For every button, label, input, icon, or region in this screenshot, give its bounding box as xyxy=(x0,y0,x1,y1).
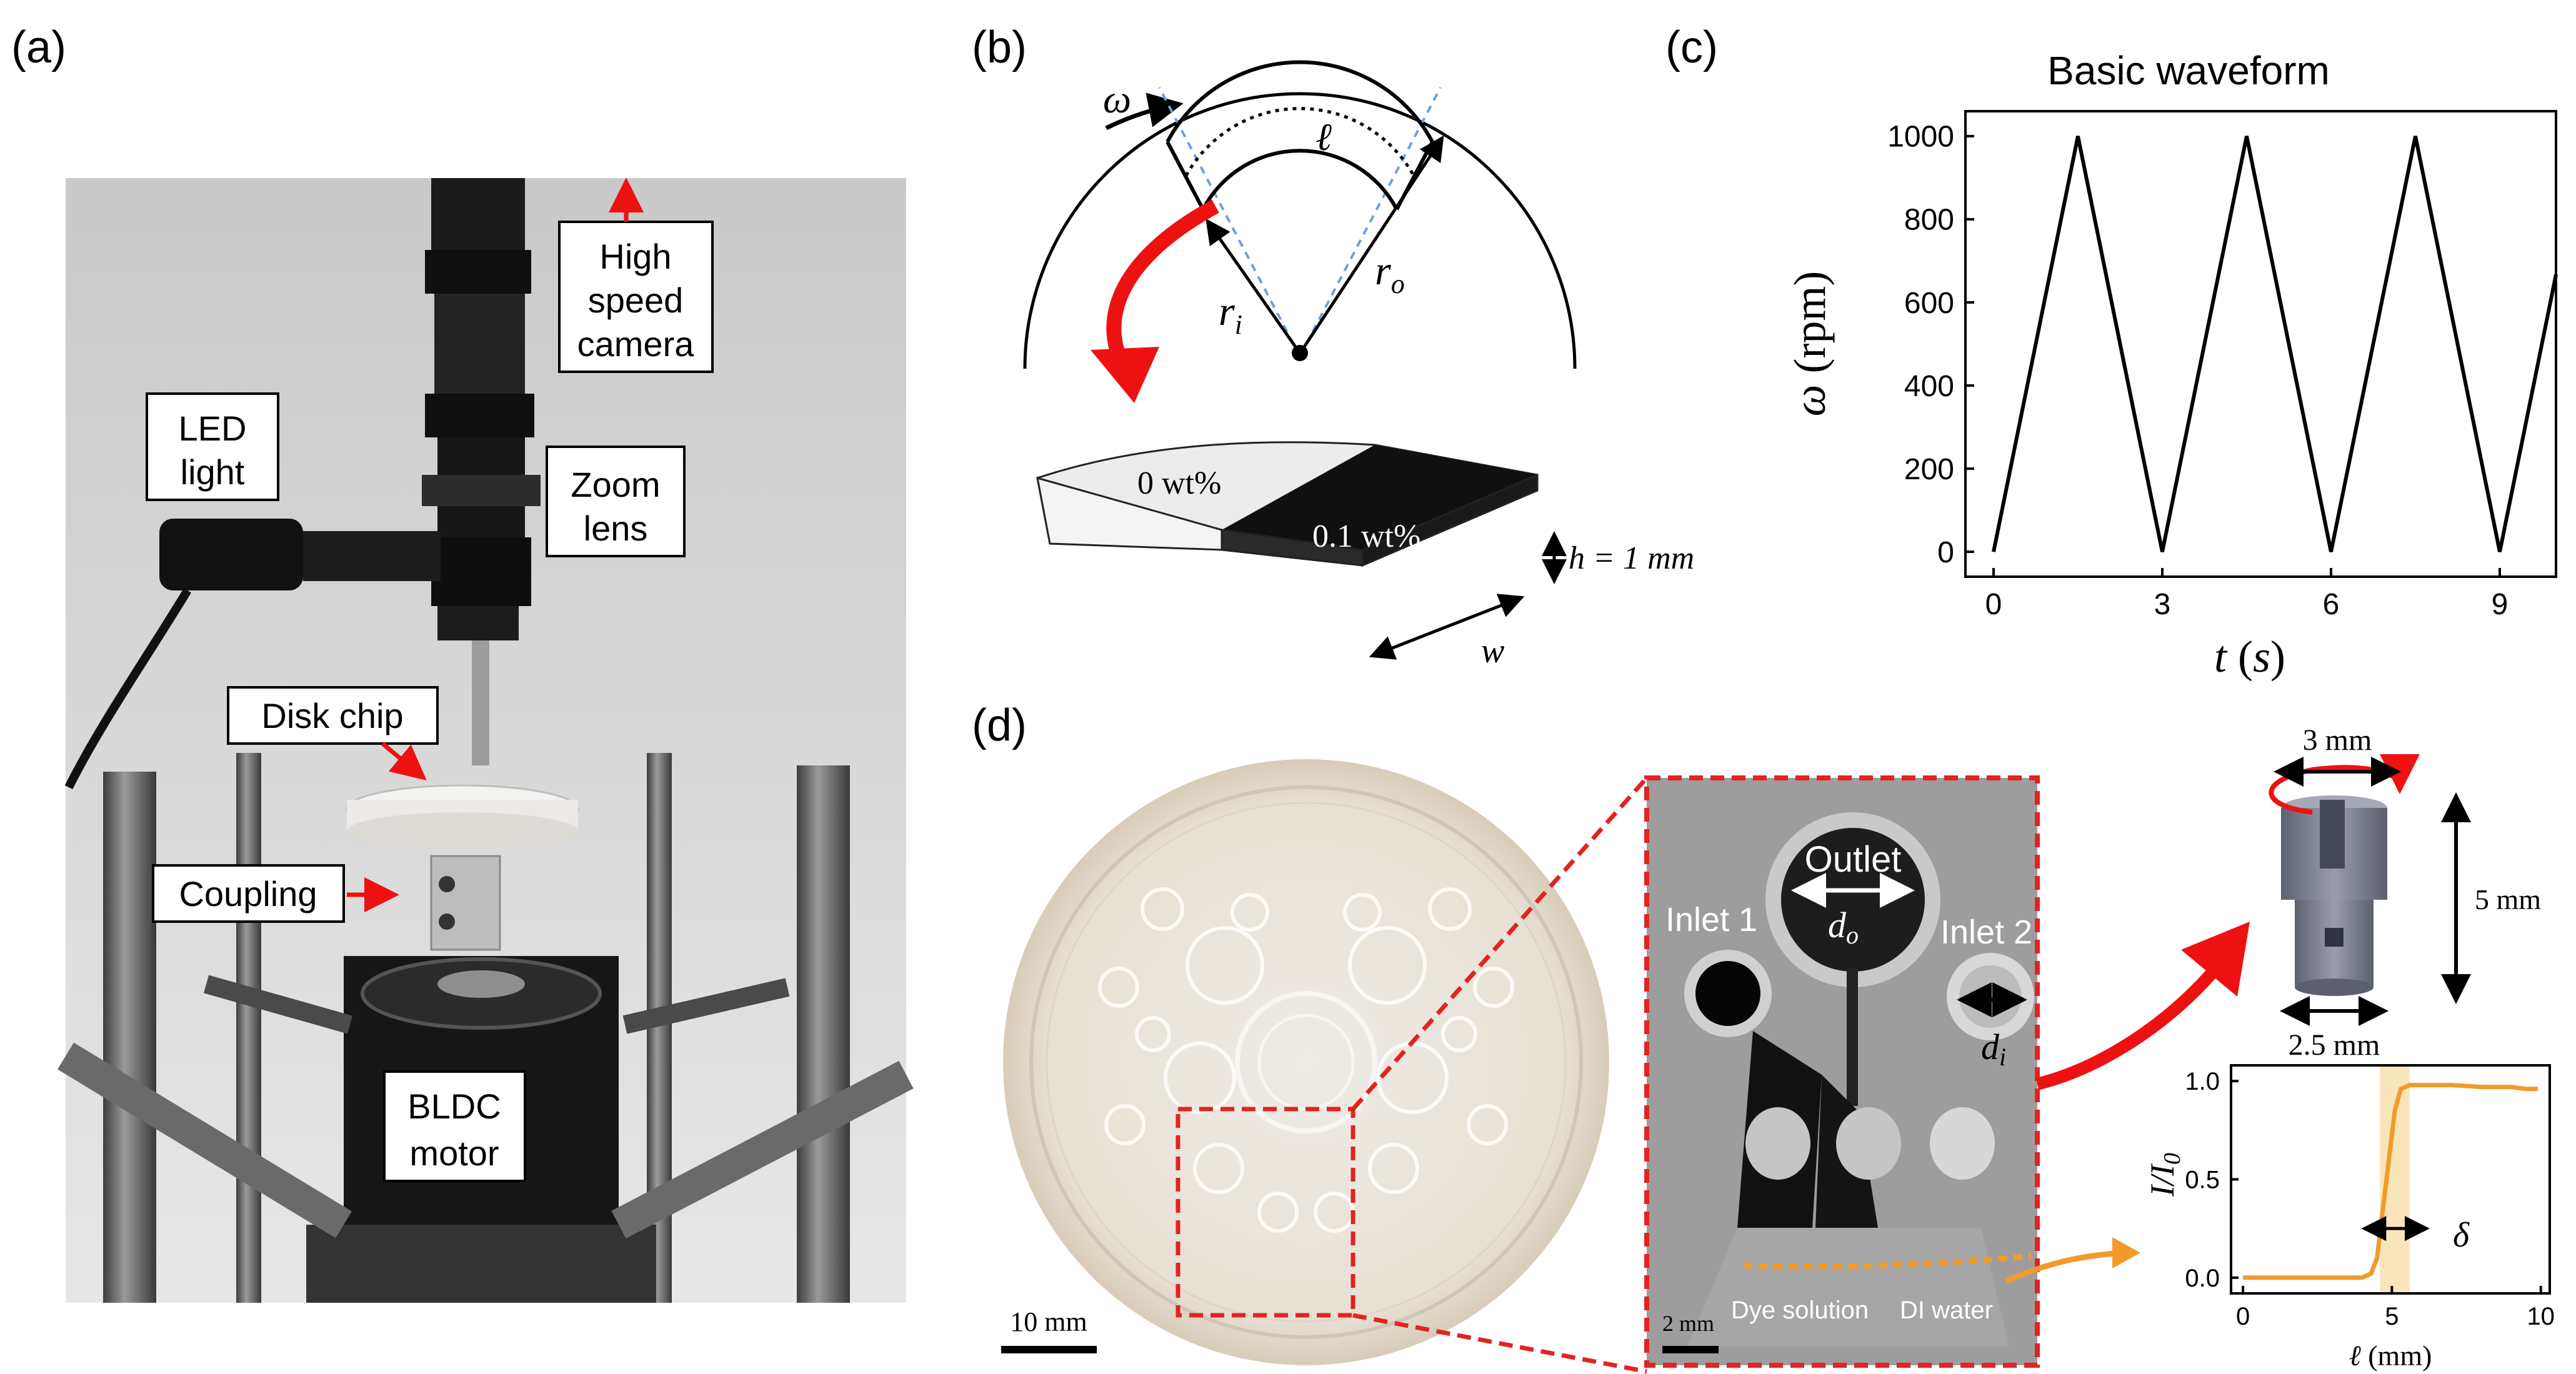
chart1-xlabel: t (s) xyxy=(2214,632,2285,682)
panel-label-d: (d) xyxy=(972,700,1027,750)
chart1-ytick-label: 200 xyxy=(1904,453,1954,486)
zoom-region-box xyxy=(1176,1107,1355,1318)
outlet-label: Outlet xyxy=(1805,839,1902,880)
label-bldc-motor: BLDC motor xyxy=(383,1070,526,1182)
ell-label: ℓ xyxy=(1315,116,1332,159)
chart2-xtick-label: 0 xyxy=(2236,1303,2250,1330)
microchip-frame xyxy=(1644,775,2040,1368)
chart1-xtick-label: 3 xyxy=(2154,588,2171,621)
svg-text:motor: motor xyxy=(409,1133,499,1173)
chart1-ylabel: ω (rpm) xyxy=(1785,271,1835,417)
svg-text:Disk chip: Disk chip xyxy=(261,696,403,735)
svg-text:speed: speed xyxy=(588,281,684,320)
di-water-label: DI water xyxy=(1900,1297,1993,1324)
chamber-3d-block xyxy=(1036,441,1539,567)
chart2-ylabel: I/I0 xyxy=(2144,1153,2185,1197)
red-arrow-to-part xyxy=(2035,961,2224,1090)
panel-label-a: (a) xyxy=(11,22,66,72)
dye-solution-label: Dye solution xyxy=(1731,1297,1869,1324)
panel-label-b: (b) xyxy=(972,22,1027,72)
ri-arrow xyxy=(1206,218,1299,350)
chart1-ytick-label: 0 xyxy=(1937,536,1954,569)
orange-arrow-to-chart xyxy=(2005,1250,2122,1284)
part-width-bottom-label: 2.5 mm xyxy=(2289,1028,2380,1062)
red-arrow-to-part-head xyxy=(2181,922,2250,997)
waveform-chart: Basic waveform 0 200 400 600 800 1000 0 3 6 9 t … xyxy=(1785,48,2558,682)
red-arrow-head xyxy=(1091,347,1159,403)
svg-text:Zoom: Zoom xyxy=(571,465,660,504)
width-label: w xyxy=(1481,632,1504,670)
intensity-profile-chart: 0.0 0.5 1.0 0 5 10 ℓ (mm) I/I0 δ xyxy=(2144,1064,2555,1372)
d-o-label: do xyxy=(1828,905,1859,949)
chart1-title: Basic waveform xyxy=(2047,48,2330,93)
height-label: h = 1 mm xyxy=(1569,540,1694,576)
ri-label: ri xyxy=(1219,289,1242,340)
arrow-disk-chip xyxy=(381,742,427,780)
disk-photo xyxy=(1003,759,1609,1365)
chart1-xtick-label: 0 xyxy=(1985,588,2002,621)
chart1-series-line xyxy=(1992,136,2558,552)
chart1-ytick-label: 800 xyxy=(1904,204,1954,237)
chart2-xlabel: ℓ (mm) xyxy=(2349,1340,2432,1372)
svg-text:light: light xyxy=(181,452,245,492)
delta-label: δ xyxy=(2453,1216,2470,1255)
label-coupling: Coupling xyxy=(152,864,345,923)
svg-text:camera: camera xyxy=(577,324,695,364)
scale-label-2mm: 2 mm xyxy=(1662,1311,1714,1336)
inlet2-label: Inlet 2 xyxy=(1940,914,2032,951)
chart2-xtick-label: 10 xyxy=(2527,1303,2555,1330)
svg-text:Coupling: Coupling xyxy=(179,874,317,914)
label-high-speed-camera: High speed camera xyxy=(558,221,714,373)
coupling-part xyxy=(2281,795,2387,996)
ro-label: ro xyxy=(1375,248,1405,299)
disk-outline xyxy=(1023,92,1577,369)
omega-label: ω xyxy=(1103,77,1131,121)
chart1-xtick-label: 6 xyxy=(2323,588,2340,621)
chart1-ytick-label: 1000 xyxy=(1887,121,1954,154)
chart2-xtick-label: 5 xyxy=(2385,1303,2399,1330)
svg-text:BLDC: BLDC xyxy=(407,1087,501,1126)
chart1-ytick-label: 600 xyxy=(1904,287,1954,320)
conc-left-label: 0 wt% xyxy=(1137,465,1221,501)
svg-text:High: High xyxy=(599,237,671,276)
red-curved-arrow xyxy=(1106,199,1219,372)
conc-right-label: 0.1 wt% xyxy=(1312,519,1420,554)
svg-text:lens: lens xyxy=(584,509,648,548)
label-led-light: LED light xyxy=(146,392,279,501)
svg-text:LED: LED xyxy=(179,409,247,448)
part-height-label: 5 mm xyxy=(2475,884,2541,915)
label-disk-chip: Disk chip xyxy=(227,686,439,745)
chart2-series-line xyxy=(2243,1083,2538,1280)
chart1-xtick-label: 9 xyxy=(2492,588,2509,621)
chart1-ytick-label: 400 xyxy=(1904,370,1954,403)
width-arrow xyxy=(1369,594,1525,660)
inlet1-label: Inlet 1 xyxy=(1665,901,1757,938)
chart2-ytick-label: 0.5 xyxy=(2185,1167,2220,1194)
scale-label-10mm: 10 mm xyxy=(1010,1307,1087,1337)
chart2-ytick-label: 1.0 xyxy=(2185,1068,2220,1095)
chart2-ytick-label: 0.0 xyxy=(2185,1265,2220,1292)
orange-arrow-head xyxy=(2112,1237,2140,1268)
label-zoom-lens: Zoom lens xyxy=(546,446,686,557)
chart1-frame xyxy=(1964,110,2557,578)
ro-arrow xyxy=(1301,135,1444,350)
part-width-top-label: 3 mm xyxy=(2303,724,2372,757)
d-i-label: di xyxy=(1981,1027,2006,1071)
panel-label-c: (c) xyxy=(1665,22,1718,72)
